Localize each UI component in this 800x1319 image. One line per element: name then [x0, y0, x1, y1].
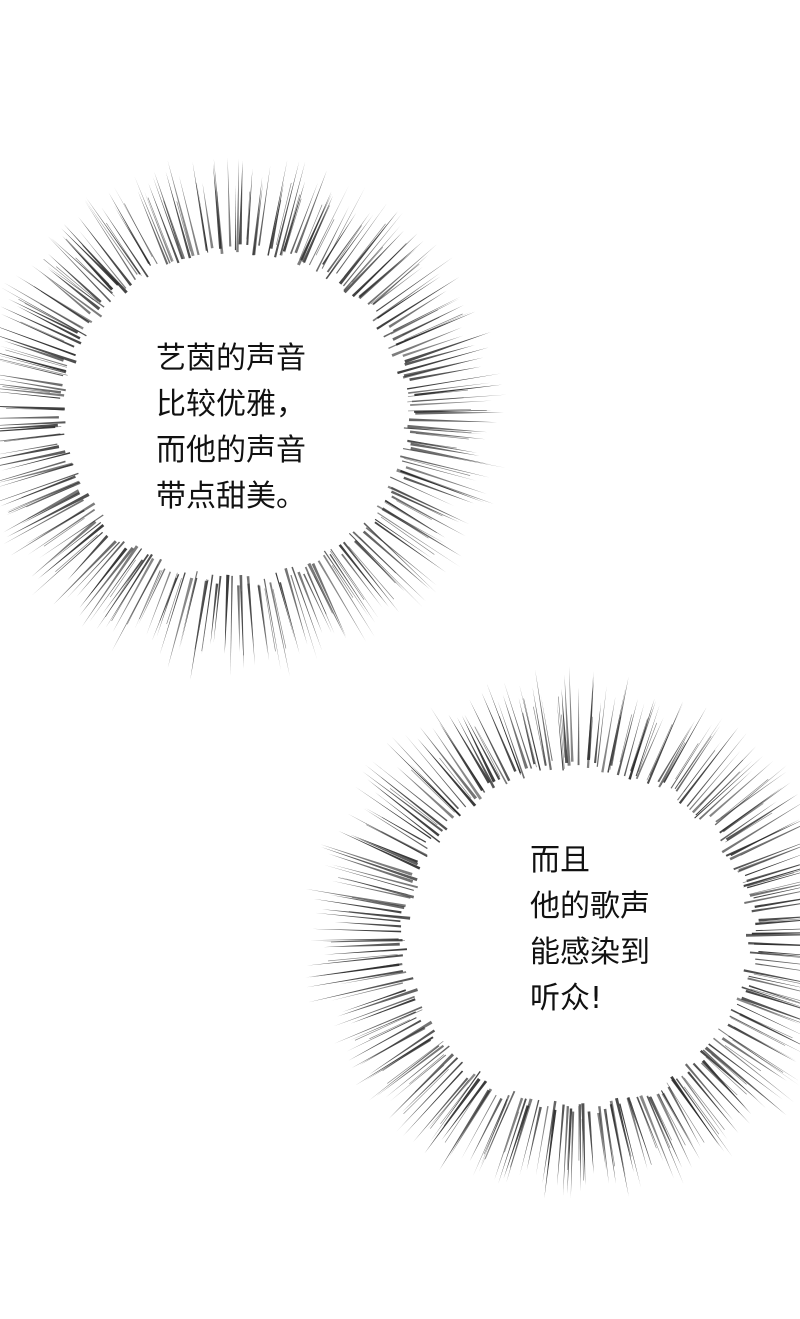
speed-line-burst-1 [0, 157, 507, 681]
speed-line-burst-2 [305, 666, 800, 1199]
narration-1-line-1: 艺茵的声音 [156, 341, 306, 376]
narration-1-line-3: 而他的声音 [156, 433, 306, 468]
narration-box-1: 艺茵的声音 比较优雅， 而他的声音 带点甜美。 [156, 336, 306, 520]
narration-2-line-1: 而且 [530, 843, 590, 878]
narration-1-line-2: 比较优雅， [156, 387, 306, 422]
narration-2-line-2: 他的歌声 [530, 889, 650, 924]
narration-box-2: 而且 他的歌声 能感染到 听众! [530, 838, 650, 1022]
narration-2-line-4: 听众! [530, 981, 603, 1016]
narration-2-line-3: 能感染到 [530, 935, 650, 970]
narration-1-line-4: 带点甜美。 [156, 479, 306, 514]
